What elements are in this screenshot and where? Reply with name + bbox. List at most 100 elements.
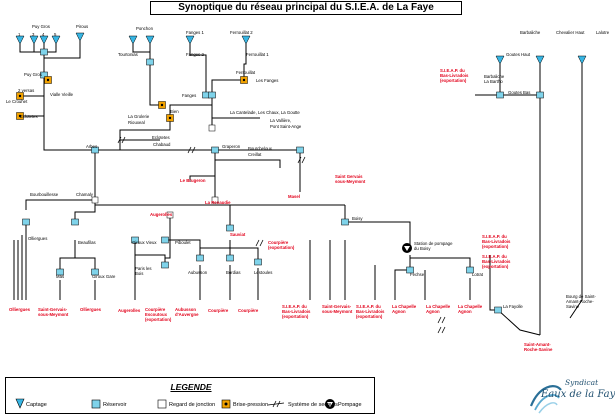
captage-icon	[577, 55, 587, 65]
label-piboulet: Piboulet	[175, 240, 191, 245]
reservoir-icon	[494, 306, 502, 314]
label-fanges: Fanges	[182, 93, 196, 98]
label-puy-gros2: Puy Gros	[24, 72, 42, 77]
label-ferrouillat: Ferrouillat	[236, 70, 256, 75]
label-beaufilas: Beaufilas	[78, 240, 96, 245]
logo-swirl-icon	[529, 385, 562, 414]
captage-icon	[241, 35, 251, 45]
legend: LEGENDE Captage Réservoir Regard de jonc…	[5, 377, 375, 414]
label-lotrat: Lotrat	[472, 272, 484, 277]
label-l-3: 3	[32, 32, 35, 37]
reservoir-icon	[226, 254, 234, 262]
reservoir-icon	[161, 261, 169, 269]
pipe	[43, 116, 95, 151]
reservoir-icon	[91, 399, 101, 409]
label-olliergues-red: Olliergues	[9, 307, 31, 312]
label-giroux-vieux: Giroux Vieux	[132, 240, 157, 245]
label-masel: Masel	[288, 194, 300, 199]
pipe	[215, 159, 281, 168]
label-ponchon: Ponchon	[136, 26, 154, 31]
pipe	[135, 254, 166, 265]
label-bourcheloux: Bourcheloux	[248, 146, 273, 151]
reservoir-icon	[91, 146, 99, 154]
label-augerolles-red: Augerolles	[118, 308, 141, 313]
backup-mark	[441, 316, 446, 324]
junction-icon	[91, 196, 99, 204]
pipe	[165, 239, 201, 258]
logo-line1: Syndicat	[565, 378, 599, 387]
label-st-gervais-red2: Saint-Gervais-sous-Meymont	[322, 304, 353, 314]
reservoir-icon	[131, 236, 139, 244]
reservoir-icon	[22, 218, 30, 226]
reservoir-icon	[91, 268, 99, 276]
pipe	[132, 40, 151, 62]
label-le-crouhet: Le Crouhet	[6, 99, 28, 104]
label-lestoules: Lestoules	[254, 270, 272, 275]
label-les-fanges: Les Fanges	[256, 78, 278, 83]
legend-label-backup: Système de secours	[288, 402, 338, 408]
label-la-grolerie: La Grolerie	[128, 114, 150, 119]
label-fanges2: Fanges 2	[186, 52, 205, 57]
legend-label-junction: Regard de jonction	[169, 402, 216, 408]
label-chevalier-haut: Chevalier Haut	[556, 30, 585, 35]
reservoir-icon	[208, 91, 216, 99]
brise-dot	[168, 116, 172, 120]
label-chamaly: Chamaly	[76, 192, 94, 197]
backup-mark	[187, 146, 192, 154]
label-fechse: Fechse	[410, 272, 425, 277]
pipe	[211, 40, 247, 95]
label-sauviat: Sauviat	[230, 232, 246, 237]
legend-symbols	[15, 398, 335, 409]
backup-mark	[297, 156, 302, 164]
label-graperon: Graperon	[222, 144, 241, 149]
label-courpiere-red3: Courpière	[238, 308, 259, 313]
pipe	[44, 37, 81, 59]
label-l-5: 5	[54, 32, 57, 37]
pipe	[497, 309, 541, 336]
logo-line2: Eaux de la Faye	[541, 389, 615, 400]
brise-dot	[18, 114, 22, 118]
label-les-2-versas: 2 versas	[18, 88, 34, 93]
label-puy-gros: Puy Gros	[32, 24, 50, 29]
reservoir-icon	[536, 91, 544, 99]
label-ferrouillat2: Ferrouillat 2	[230, 30, 253, 35]
legend-label-reservoir: Réservoir	[103, 402, 127, 408]
backup-mark	[437, 316, 442, 324]
pipe	[189, 40, 207, 95]
label-eclotetes2: Eclotetes	[152, 135, 170, 140]
brise-dot	[160, 103, 164, 107]
label-bourbouillesse: Bourbouillesse	[30, 192, 59, 197]
captage-icon	[128, 35, 138, 45]
label-fanges1: Fanges 1	[186, 30, 205, 35]
label-la-valliere: La Vallière,	[270, 118, 291, 123]
reservoir-icon	[496, 91, 504, 99]
brise-pression-icon	[221, 399, 231, 409]
pipe	[169, 95, 213, 118]
captage-icon	[29, 35, 39, 45]
label-la-fayolle: La Fayolle	[503, 304, 523, 309]
captage-icon	[39, 35, 49, 45]
label-vialle-vieille: Vialle Vieille	[50, 92, 74, 97]
syndicat-logo: Syndicat Eaux de la Faye	[525, 376, 615, 416]
label-pont-saint-ange: Pont Saint-Ange	[270, 124, 302, 129]
pipe	[394, 269, 410, 300]
backup-mark	[191, 146, 196, 154]
brise-dot	[46, 78, 50, 82]
reservoir-icon	[254, 258, 262, 266]
label-boisy: Boisy	[352, 216, 363, 221]
legend-label-brise-pression: Brise-pression	[233, 402, 269, 408]
junction-icon	[211, 196, 219, 204]
label-ferrouillat1: Ferrouillat 1	[246, 52, 269, 57]
backup-mark	[301, 156, 306, 164]
label-la-renaudie: La Renaudie	[205, 200, 231, 205]
label-l-1: 1	[18, 32, 21, 37]
backup-mark	[259, 239, 264, 247]
label-giroux-gare: Giroux Gare	[92, 274, 116, 279]
label-aubusson: Aubusson	[188, 270, 208, 275]
